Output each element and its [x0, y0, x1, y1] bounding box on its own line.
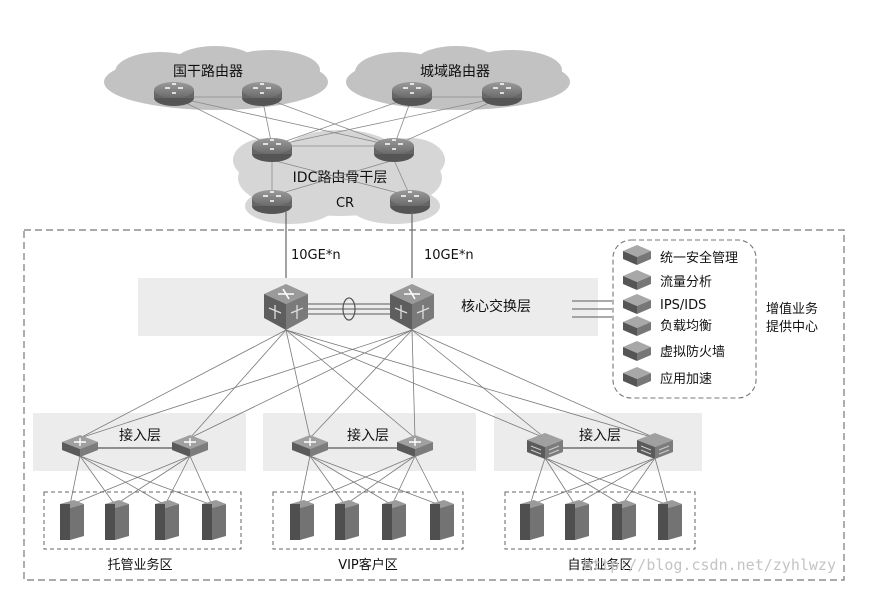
access-switch-icon: [637, 433, 673, 459]
service-label: 虚拟防火墙: [660, 344, 725, 360]
virtual-firewall-icon: [623, 341, 651, 361]
core-layer-band: [138, 278, 598, 336]
left-uplink-label: 10GE*n: [291, 248, 341, 263]
watermark: http://blog.csdn.net/zyhlwzy: [583, 556, 836, 574]
security-management-icon: [623, 245, 651, 265]
access-switch-icon: [527, 433, 563, 459]
access-layer-label: 接入层: [119, 427, 161, 444]
service-label: 应用加速: [660, 371, 712, 387]
access-switch-icon: [62, 435, 98, 457]
app-acceleration-icon: [623, 367, 651, 387]
access-switch-icon: [172, 435, 208, 457]
self-operated-zone-box: [504, 491, 696, 550]
zone-label: 自营业务区: [567, 557, 632, 573]
core-switch-icon: [264, 284, 308, 330]
server-icon: [290, 500, 314, 540]
router-icon: [482, 82, 522, 106]
core-access-links: [79, 329, 656, 439]
server-icon: [382, 500, 406, 540]
access-server-links: [69, 455, 669, 506]
server-icon: [155, 500, 179, 540]
router-icon: [374, 138, 414, 162]
zone-label: 托管业务区: [107, 557, 172, 573]
server-icon: [60, 500, 84, 540]
core-link: [306, 303, 392, 315]
core-switch-icon: [390, 284, 434, 330]
national-router-label: 国干路由器: [173, 64, 243, 80]
server-icon: [565, 500, 589, 540]
value-added-center-label: 增值业务: [766, 301, 818, 317]
load-balancer-icon: [623, 316, 651, 336]
value-added-service-box: [612, 239, 757, 399]
access-layer-label: 接入层: [347, 427, 389, 444]
link-aggregation-icon: [342, 297, 356, 321]
vip-zone-box: [272, 491, 464, 550]
service-label: IPS/IDS: [660, 298, 706, 313]
server-icon: [202, 500, 226, 540]
access-layer-label: 接入层: [579, 427, 621, 444]
router-icon: [242, 82, 282, 106]
service-label: 统一安全管理: [660, 250, 738, 266]
router-icon: [392, 82, 432, 106]
core-layer-label: 核心交换层: [461, 298, 531, 315]
server-icon: [658, 500, 682, 540]
service-label: 负载均衡: [660, 319, 712, 334]
router-icon: [390, 190, 430, 214]
hosting-zone-box: [43, 491, 242, 550]
router-icon: [252, 190, 292, 214]
ips-ids-icon: [623, 294, 651, 314]
router-icon: [252, 138, 292, 162]
router-icon: [154, 82, 194, 106]
server-icon: [105, 500, 129, 540]
traffic-analysis-icon: [623, 270, 651, 290]
access-switch-icon: [397, 435, 433, 457]
server-icon: [335, 500, 359, 540]
right-uplink-label: 10GE*n: [424, 248, 474, 263]
access-switch-icon: [292, 435, 328, 457]
server-icon: [612, 500, 636, 540]
service-label: 流量分析: [660, 275, 712, 290]
cr-label: CR: [336, 196, 354, 211]
value-added-links: [572, 300, 612, 318]
value-added-center-label: 提供中心: [766, 319, 818, 335]
server-icon: [430, 500, 454, 540]
idc-boundary: [23, 229, 845, 581]
metro-router-label: 城域路由器: [420, 64, 490, 80]
router-group: [154, 82, 522, 214]
server-icon: [520, 500, 544, 540]
zone-label: VIP客户区: [338, 557, 398, 573]
